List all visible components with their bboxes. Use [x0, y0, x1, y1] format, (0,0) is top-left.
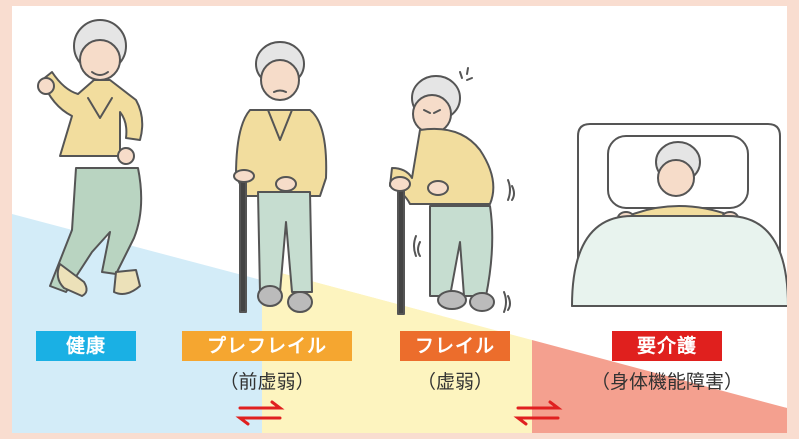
stage-sub-frail: （虚弱） [416, 371, 493, 393]
two-way-arrow-icon [235, 400, 285, 426]
two-way-arrow-icon-2 [513, 400, 563, 426]
figures [37, 19, 787, 426]
elder-with-cane-icon [233, 41, 328, 313]
illustration-panel: 健康 プレフレイル （前虚弱） フレイル （虚弱） 要介護 （身体機能障害） [12, 6, 787, 433]
stage-label-healthy: 健康 [36, 331, 136, 361]
stage-sub-care: （身体機能障害） [590, 371, 743, 393]
bedridden-elder-icon [571, 123, 787, 307]
stage-sub-prefrail: （前虚弱） [219, 371, 315, 393]
stage-label-care: 要介護 [612, 331, 722, 361]
frail-elder-with-cane-icon [389, 67, 515, 315]
man-walking-icon [37, 19, 144, 297]
stage-label-frail: フレイル [400, 331, 510, 361]
stage-label-prefrail: プレフレイル [182, 331, 352, 361]
zone-care-edge [532, 364, 787, 433]
